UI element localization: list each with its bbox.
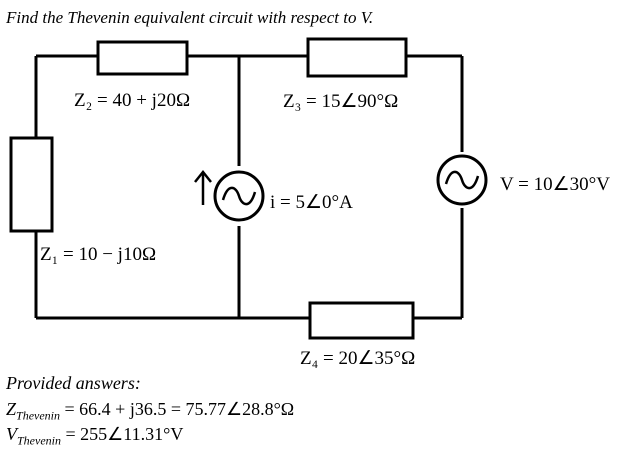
zth-symbol: Z [6,399,17,419]
label-z2: Z₂ = 40 + j20Ω [74,90,191,111]
wires [34,54,464,320]
vth-value: = 255∠11.31°V [61,424,184,444]
answers-heading: Provided answers: [6,373,141,393]
impedance-z3 [306,37,408,78]
current-source [213,170,265,222]
answer-vthevenin: VThevenin = 255∠11.31°V [6,424,183,449]
arrow-up-icon [194,169,212,205]
impedance-z1 [9,136,54,233]
answer-zthevenin: ZThevenin = 66.4 + j36.5 = 75.77∠28.8°Ω [6,399,294,424]
label-voltage-source: V = 10∠30°V [500,174,610,195]
zth-value: = 66.4 + j36.5 = 75.77∠28.8°Ω [60,399,295,419]
zth-subscript: Thevenin [16,408,61,423]
ac-tilde-icon [221,186,257,206]
label-current-source: i = 5∠0°A [270,192,353,213]
vth-symbol: V [6,424,17,444]
impedance-z2 [96,40,189,76]
label-z1: Z₁ = 10 − j10Ω [40,244,157,265]
impedance-z4 [308,301,415,340]
label-z4: Z₄ = 20∠35°Ω [300,348,416,369]
label-z3: Z₃ = 15∠90°Ω [283,91,399,112]
ac-tilde-icon [444,170,480,190]
voltage-source [436,154,488,206]
question-text: Find the Thevenin equivalent circuit wit… [6,8,374,27]
vth-subscript: Thevenin [17,433,61,448]
